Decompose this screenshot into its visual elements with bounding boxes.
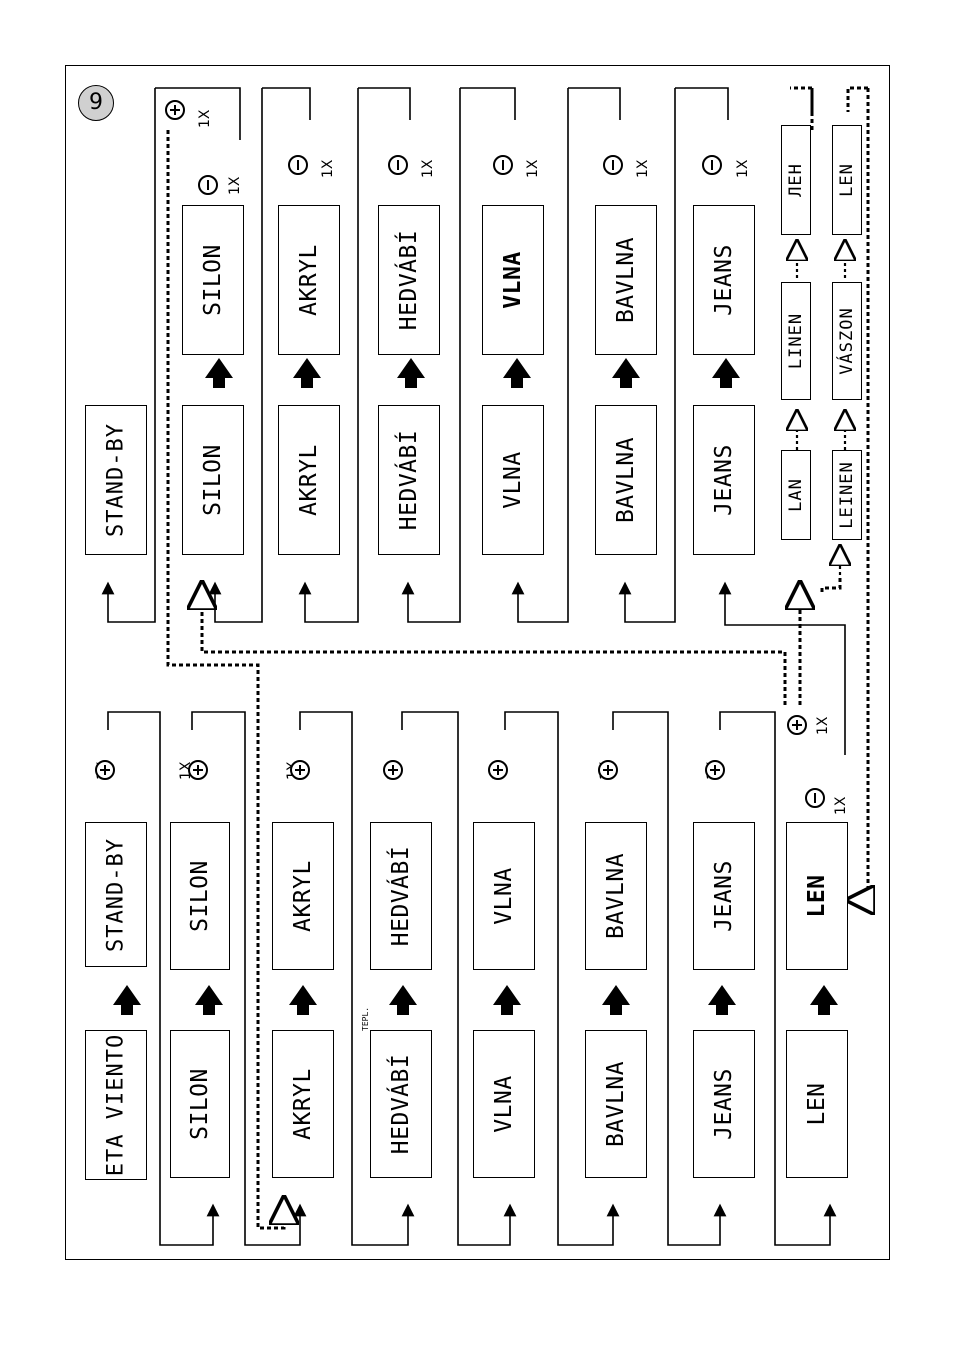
display-eta-viento: ETA VIENTO — [85, 1030, 147, 1180]
press-count: 1X — [490, 761, 506, 781]
display-vlna-temp: VLNA — [473, 1030, 535, 1178]
press-count: 1X — [735, 159, 751, 179]
display-bavlna-temp: BAVLNA — [585, 1030, 647, 1178]
press-count: 1X — [178, 761, 194, 781]
display-akryl-temp: AKRYL — [272, 1030, 334, 1178]
display-jeans-temp-right: JEANS — [693, 405, 755, 555]
press-count: 1X — [598, 761, 614, 781]
press-count: 1X — [833, 796, 849, 816]
display-bavlna-ok: BAVLNA — [585, 822, 647, 970]
display-jeans-temp: JEANS — [693, 1030, 755, 1178]
display-silon-ok: SILON — [170, 822, 230, 970]
press-count: 1X — [525, 159, 541, 179]
display-bavlna-temp-right: BAVLNA — [595, 405, 657, 555]
display-hedvabi-ok: HEDVÁBÍ — [370, 822, 432, 970]
display-len-ok: LEN — [786, 822, 848, 970]
display-hedvabi-ok-right: HEDVÁBÍ — [378, 205, 440, 355]
display-len-temp: LEN — [786, 1030, 848, 1178]
press-count: 1X — [197, 109, 213, 129]
len-variant-ru: ЛЕН — [781, 125, 811, 235]
len-variant-vaszon: VÁSZON — [832, 282, 862, 400]
display-standby-left: STAND-BY — [85, 822, 147, 967]
display-jeans-ok: JEANS — [693, 822, 755, 970]
display-akryl-ok-right: AKRYL — [278, 205, 340, 355]
figure-number: 9 — [78, 85, 114, 121]
press-count: 1X — [420, 159, 436, 179]
diagram-frame — [65, 65, 890, 1260]
display-silon-ok-right: SILON — [182, 205, 244, 355]
display-vlna-temp-right: VLNA — [482, 405, 544, 555]
display-silon-temp-right: SILON — [182, 405, 244, 555]
display-jeans-ok-right: JEANS — [693, 205, 755, 355]
press-count: 1X — [705, 761, 721, 781]
press-count: 1X — [635, 159, 651, 179]
display-vlna-ok-right: VLNA — [482, 205, 544, 355]
display-silon-temp: SILON TEPL. — [170, 1007, 370, 1178]
display-hedvabi-temp-right: HEDVÁBÍ — [378, 405, 440, 555]
len-variant-linen: LINEN — [781, 282, 811, 400]
display-bavlna-ok-right: BAVLNA — [595, 205, 657, 355]
press-count: 1X — [815, 716, 831, 736]
len-variant-leinen: LEINEN — [832, 450, 862, 540]
press-count: 1X — [95, 761, 111, 781]
press-count: 1X — [385, 761, 401, 781]
display-vlna-ok: VLNA — [473, 822, 535, 970]
display-hedvabi-temp: HEDVÁBÍ — [370, 1030, 432, 1178]
display-akryl-ok: AKRYL — [272, 822, 334, 970]
press-count: 1X — [227, 176, 243, 196]
display-standby-right: STAND-BY — [85, 405, 147, 555]
display-akryl-temp-right: AKRYL — [278, 405, 340, 555]
len-variant-len: LEN — [832, 125, 862, 235]
press-count: 1X — [285, 761, 301, 781]
len-variant-lan: LAN — [781, 450, 811, 540]
press-count: 1X — [320, 159, 336, 179]
